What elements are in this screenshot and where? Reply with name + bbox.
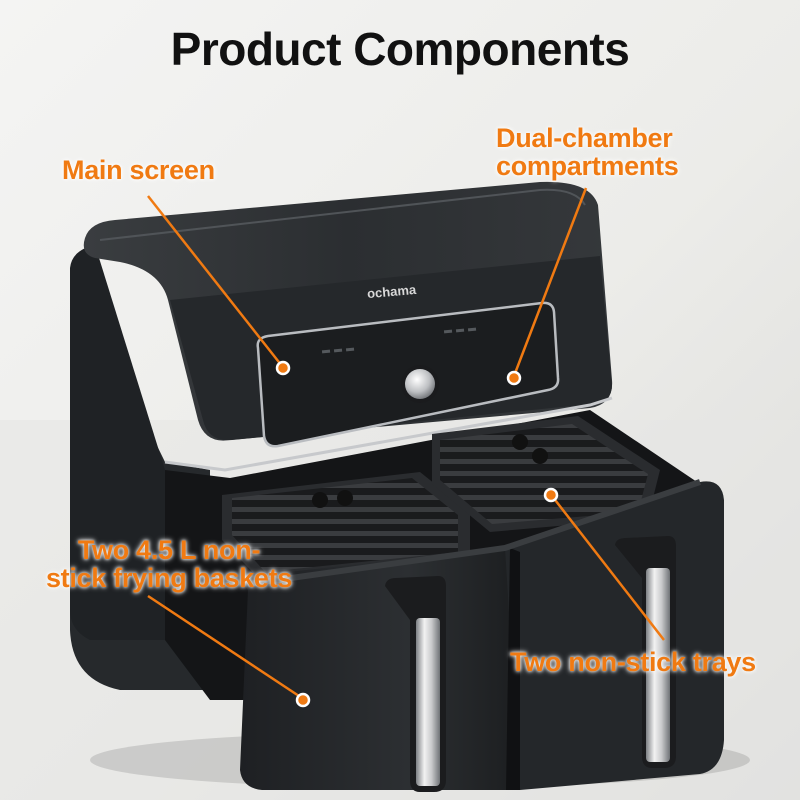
callout-trays: Two non-stick trays (510, 648, 756, 676)
leader-baskets (147, 594, 303, 700)
leader-lines (147, 187, 665, 700)
leader-main-screen (147, 195, 283, 367)
dot-main-screen (275, 360, 291, 376)
display-segments-left (321, 347, 355, 354)
display-segments-right (443, 327, 477, 334)
control-knob (405, 369, 435, 399)
callout-baskets: Two 4.5 L non- stick frying baskets (24, 536, 314, 592)
callout-main-screen-text: Main screen (62, 155, 215, 185)
brand-logo: ochama (366, 282, 417, 301)
tray-right (440, 424, 648, 524)
callout-dual-chamber-line2: compartments (496, 151, 679, 181)
leader-trays (551, 495, 665, 641)
callout-dual-chamber-line1: Dual-chamber (496, 123, 673, 153)
basket-top-rim (247, 479, 701, 587)
tray-right-hole (532, 448, 548, 464)
tray-right-hole (512, 434, 528, 450)
tray-left-hole (312, 492, 328, 508)
basket-divider (506, 548, 520, 790)
callout-baskets-line1: Two 4.5 L non- (77, 535, 261, 565)
lid-top-highlight (99, 188, 586, 241)
lid-trim (164, 396, 613, 472)
dot-dual-chamber (506, 370, 522, 386)
handle-right-chrome (646, 568, 670, 762)
callout-baskets-line2: stick frying baskets (45, 563, 293, 593)
leader-dual-chamber (512, 187, 588, 377)
page-title: Product Components (170, 23, 630, 75)
leader-dots (275, 360, 559, 708)
appliance-side (70, 245, 165, 640)
dot-trays (543, 487, 559, 503)
tray-left (232, 478, 458, 572)
tray-left-hole (337, 490, 353, 506)
callout-main-screen: Main screen (62, 156, 215, 184)
callout-trays-text: Two non-stick trays (510, 647, 756, 677)
dot-baskets (295, 692, 311, 708)
callout-dual-chamber: Dual-chamber compartments (496, 123, 679, 181)
basket-left (240, 548, 520, 790)
handle-left-chrome (416, 618, 440, 786)
